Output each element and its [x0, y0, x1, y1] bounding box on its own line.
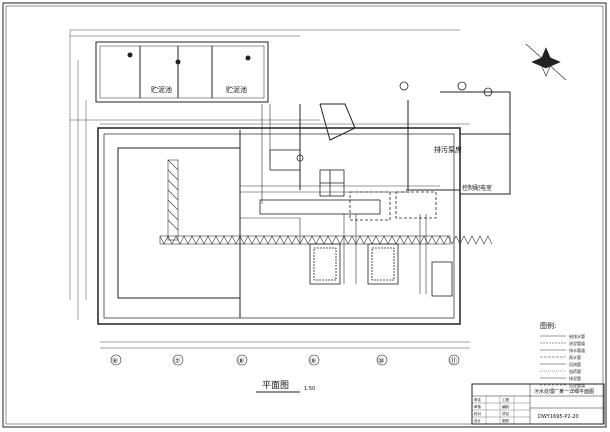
legend-item-8: 出泥管道: [569, 382, 585, 388]
building-outline: [97, 91, 511, 325]
north-arrow-icon: [525, 43, 567, 81]
legend-item-6: 加药管: [569, 368, 581, 374]
axis-label-1: ⑥: [112, 357, 118, 365]
axis-label-3: ⑧: [238, 357, 244, 365]
tb-row-2: 审核: [474, 404, 482, 409]
tb-col-2: 编制: [502, 404, 510, 409]
legend: 图例: 给排水管 进泥管道 排水管道 雨水管 回流管 加药管 排泥管 出泥管道: [540, 321, 585, 388]
tb-col-4: 图别: [502, 418, 510, 423]
piping: [240, 104, 440, 294]
outdoor-room-label: 排污泵房: [434, 145, 462, 154]
axis-label-5: ⑩: [378, 357, 384, 365]
inner-border: [5, 5, 604, 425]
title-block: [471, 383, 605, 425]
legend-item-7: 排泥管: [569, 375, 581, 381]
title-block-project: 污水处理厂某一详细平面图: [534, 388, 594, 395]
control-room-label: 控制配电室: [462, 184, 492, 192]
axis-label-2: ⑦: [174, 357, 180, 365]
axis-label-6: ⑪: [450, 357, 457, 365]
title-block-drawing-no: DWY1695-P2-20: [538, 414, 579, 420]
equipment: [259, 81, 493, 297]
legend-title: 图例:: [540, 321, 556, 330]
legend-item-2: 进泥管道: [569, 340, 585, 346]
tank-right-label: 贮泥池: [226, 85, 247, 94]
axis-bubbles: [100, 341, 470, 366]
tb-col-3: 项目: [502, 411, 509, 416]
legend-item-1: 给排水管: [569, 333, 585, 339]
legend-item-4: 雨水管: [569, 354, 581, 360]
sheet-border: [2, 2, 607, 428]
plan-scale: 1:50: [304, 386, 315, 392]
tank-left-label: 贮泥池: [151, 85, 172, 94]
plan-title: 平面图: [262, 380, 289, 391]
tb-row-1: 审定: [474, 397, 482, 402]
legend-item-5: 回流管: [569, 361, 581, 367]
tb-row-3: 校对: [474, 411, 482, 416]
axis-label-4: ⑨: [310, 357, 316, 365]
tb-col-1: 工程: [502, 397, 510, 402]
dimension-lines-top: [69, 29, 470, 320]
crane-rail: [159, 159, 493, 245]
legend-item-3: 排水管道: [569, 347, 585, 353]
sludge-tanks: [95, 41, 269, 103]
tb-row-4: 设计: [474, 418, 482, 423]
